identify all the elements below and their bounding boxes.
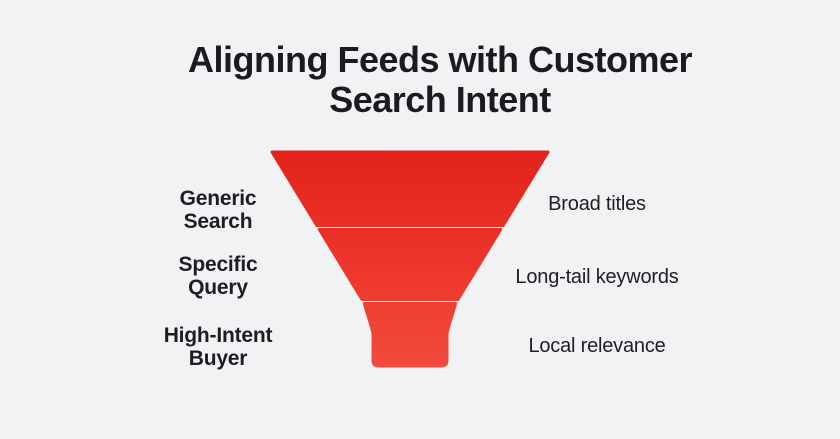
page-title: Aligning Feeds with Customer Search Inte… — [40, 40, 840, 119]
benefit-label-local-relevance: Local relevance — [528, 335, 666, 357]
stage-label-line: High-Intent — [163, 324, 273, 347]
stage-label-line: Query — [188, 276, 248, 299]
page-title-line-2: Search Intent — [329, 78, 551, 120]
funnel-segment-middle — [317, 228, 503, 301]
stage-label-high-intent-buyer: High-Intent Buyer — [108, 324, 328, 370]
stage-label-line: Specific — [178, 253, 258, 276]
stage-label-line: Search — [183, 210, 253, 233]
funnel-segment-bottom — [362, 302, 458, 368]
page-title-line-1: Aligning Feeds with Customer — [187, 39, 693, 80]
stage-label-line: Buyer — [188, 347, 248, 370]
benefit-label-broad-titles: Broad titles — [548, 193, 646, 215]
stage-label-generic-search: Generic Search — [108, 187, 328, 233]
stage-label-specific-query: Specific Query — [108, 253, 328, 299]
funnel-segment-top — [270, 150, 550, 227]
benefit-label-long-tail-keywords: Long-tail keywords — [515, 266, 679, 288]
stage-label-line: Generic — [179, 187, 257, 210]
